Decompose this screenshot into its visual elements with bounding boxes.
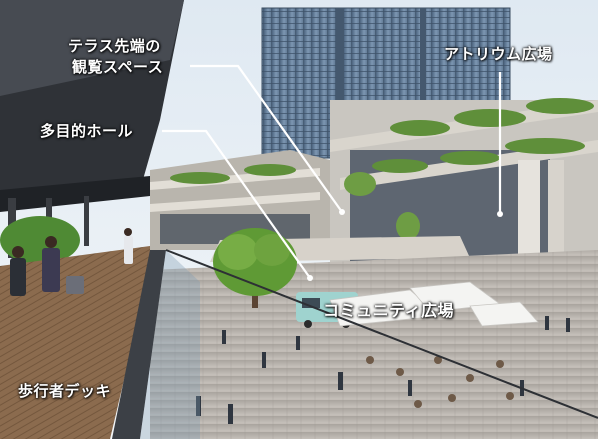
deck-railing [112,249,598,439]
terrace-label-line1: テラス先端の [68,37,161,55]
multipurpose-hall-building [150,150,330,250]
leader-markers [307,209,503,281]
community-plaza-label: コミュニティ広場 [323,301,455,320]
pedestrian-deck-floor [0,246,150,439]
market-parasols [329,281,539,327]
atrium-plaza-label: アトリウム広場 [444,45,553,63]
deck-canopy [0,0,184,212]
plaza-tree [213,228,297,308]
plaza-ground [150,250,598,439]
terrace-label-line2: 観覧スペース [72,58,164,76]
plaza-people [196,316,570,424]
pedestrian-deck-label: 歩行者デッキ [18,382,112,400]
deck-side-trees [0,216,80,264]
leader-lines [162,64,502,279]
deck-pedestrians [10,228,133,296]
leader-line-hall [162,129,311,279]
leader-line-terrace [190,64,343,213]
multipurpose-hall-label: 多目的ホール [40,122,134,140]
terrace-greenery [344,98,594,240]
terrace-viewing-space-label: テラス先端の 観覧スペース [68,36,163,78]
